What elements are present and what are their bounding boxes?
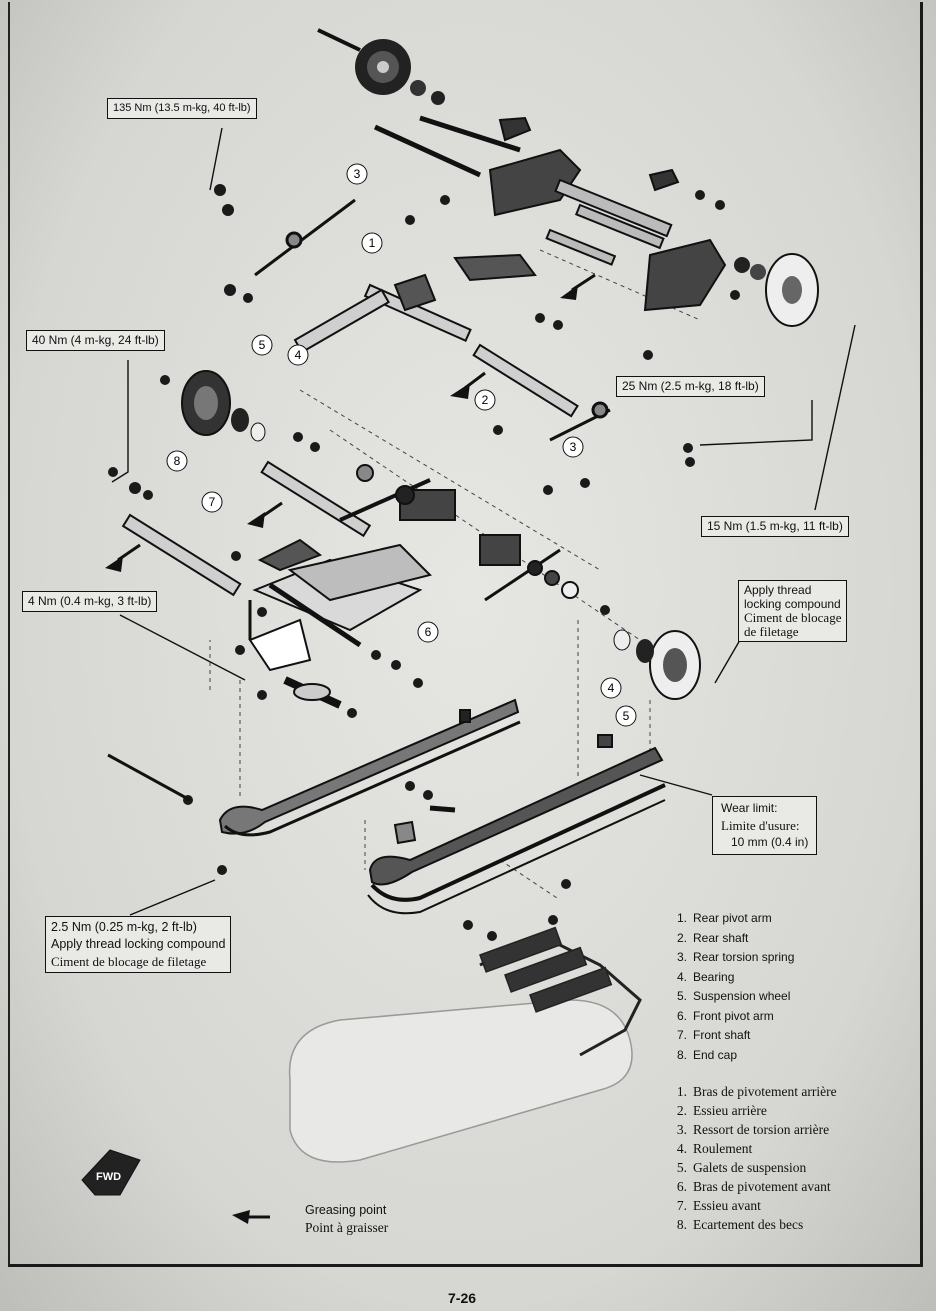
torque-text: 25 Nm (2.5 m-kg, 18 ft-lb) bbox=[622, 379, 759, 393]
legend-item: 7.Essieu avant bbox=[676, 1198, 761, 1213]
part-marker: 4 bbox=[287, 344, 309, 366]
part-marker: 5 bbox=[251, 334, 273, 356]
right-slide-rail bbox=[367, 734, 666, 915]
torque-text: 15 Nm (1.5 m-kg, 11 ft-lb) bbox=[707, 519, 843, 533]
torque-callout-25nm: 25 Nm (2.5 m-kg, 18 ft-lb) bbox=[616, 376, 765, 397]
part-marker: 4 bbox=[600, 677, 622, 699]
callout-line: Apply thread locking compound bbox=[51, 937, 226, 951]
svg-text:3: 3 bbox=[570, 440, 577, 454]
torque-text: 4 Nm (0.4 m-kg, 3 ft-lb) bbox=[28, 594, 152, 608]
part-marker: 2 bbox=[474, 389, 496, 411]
legend-item: 8.Ecartement des becs bbox=[676, 1217, 804, 1232]
legend-item: 4.Roulement bbox=[676, 1141, 753, 1156]
page-number: 7-26 bbox=[448, 1290, 477, 1306]
svg-text:2: 2 bbox=[482, 393, 489, 407]
callout-line: de filetage bbox=[744, 624, 799, 639]
torque-callout-15nm: 15 Nm (1.5 m-kg, 11 ft-lb) bbox=[701, 516, 849, 537]
svg-text:4: 4 bbox=[608, 681, 615, 695]
callout-line: Limite d'usure: bbox=[721, 818, 800, 833]
legend-french: 1.Bras de pivotement arrière 2.Essieu ar… bbox=[665, 1082, 837, 1234]
svg-text:4: 4 bbox=[295, 348, 302, 362]
legend-english: 1.Rear pivot arm 2.Rear shaft 3.Rear tor… bbox=[665, 909, 794, 1065]
torque-text: 40 Nm (4 m-kg, 24 ft-lb) bbox=[32, 333, 159, 347]
svg-text:6: 6 bbox=[425, 625, 432, 639]
legend-item: 5.Suspension wheel bbox=[676, 989, 791, 1003]
front-wheel-icon bbox=[613, 629, 701, 700]
fwd-label: FWD bbox=[96, 1171, 121, 1183]
part-marker: 1 bbox=[361, 232, 383, 254]
left-wheel-icon bbox=[181, 370, 266, 442]
grease-arrow-icons bbox=[105, 273, 596, 1224]
callout-line: 2.5 Nm (0.25 m-kg, 2 ft-lb) bbox=[51, 920, 197, 934]
legend-item: 2.Essieu arrière bbox=[676, 1103, 767, 1118]
legend-item: 7.Front shaft bbox=[676, 1028, 751, 1042]
legend-item: 4.Bearing bbox=[676, 969, 735, 984]
torque-text: 135 Nm (13.5 m-kg, 40 ft-lb) bbox=[113, 102, 251, 114]
legend-item: 6.Bras de pivotement avant bbox=[676, 1179, 831, 1194]
legend-item: 1.Rear pivot arm bbox=[676, 911, 772, 925]
left-slide-rail bbox=[107, 698, 521, 837]
svg-text:7: 7 bbox=[209, 495, 216, 509]
part-marker: 3 bbox=[562, 436, 584, 458]
torque-callout-135nm: 135 Nm (13.5 m-kg, 40 ft-lb) bbox=[107, 98, 257, 119]
torque-callout-2-5nm: 2.5 Nm (0.25 m-kg, 2 ft-lb) Apply thread… bbox=[45, 916, 232, 973]
legend-item: 3.Rear torsion spring bbox=[676, 950, 795, 964]
callout-line: Ciment de blocage de filetage bbox=[51, 954, 207, 969]
part-number-markers: 3 1 5 4 2 3 8 7 6 4 5 bbox=[166, 163, 637, 727]
callout-line: locking compound bbox=[744, 597, 841, 611]
forward-arrow-icon: FWD bbox=[81, 1149, 141, 1196]
top-wheel-icon bbox=[317, 28, 445, 105]
svg-text:5: 5 bbox=[259, 338, 266, 352]
part-marker: 7 bbox=[201, 491, 223, 513]
legend-item: 3.Ressort de torsion arrière bbox=[676, 1122, 830, 1137]
greasing-point-legend: Greasing point Point à graisser bbox=[305, 1202, 388, 1236]
page-frame bbox=[8, 2, 923, 1267]
legend-item: 2.Rear shaft bbox=[676, 930, 749, 945]
part-marker: 8 bbox=[166, 450, 188, 472]
wear-limit-callout: Wear limit: Limite d'usure: 10 mm (0.4 i… bbox=[712, 796, 818, 855]
svg-text:3: 3 bbox=[354, 167, 361, 181]
svg-text:5: 5 bbox=[623, 709, 630, 723]
svg-text:8: 8 bbox=[174, 454, 181, 468]
legend-item: 6.Front pivot arm bbox=[676, 1008, 774, 1023]
callout-line: Wear limit: bbox=[721, 801, 778, 815]
legend-item: 8.End cap bbox=[676, 1047, 738, 1062]
torque-callout-40nm: 40 Nm (4 m-kg, 24 ft-lb) bbox=[26, 330, 165, 351]
right-wheel-icon bbox=[734, 253, 819, 327]
part-marker: 6 bbox=[417, 621, 439, 643]
svg-text:1: 1 bbox=[369, 236, 376, 250]
thread-locking-callout: Apply thread locking compound Ciment de … bbox=[738, 580, 848, 642]
callout-line: 10 mm (0.4 in) bbox=[731, 835, 809, 849]
track-belt bbox=[288, 926, 642, 1163]
part-marker: 5 bbox=[615, 705, 637, 727]
callout-line: Ciment de blocage bbox=[744, 610, 842, 625]
legend-item: 5.Galets de suspension bbox=[676, 1160, 807, 1175]
torque-callout-4nm: 4 Nm (0.4 m-kg, 3 ft-lb) bbox=[22, 591, 158, 612]
legend-item: 1.Bras de pivotement arrière bbox=[676, 1084, 837, 1099]
greasing-label-en: Greasing point bbox=[305, 1203, 387, 1217]
greasing-label-fr: Point à graisser bbox=[305, 1220, 389, 1235]
callout-line: Apply thread bbox=[744, 583, 812, 597]
part-marker: 3 bbox=[346, 163, 368, 185]
